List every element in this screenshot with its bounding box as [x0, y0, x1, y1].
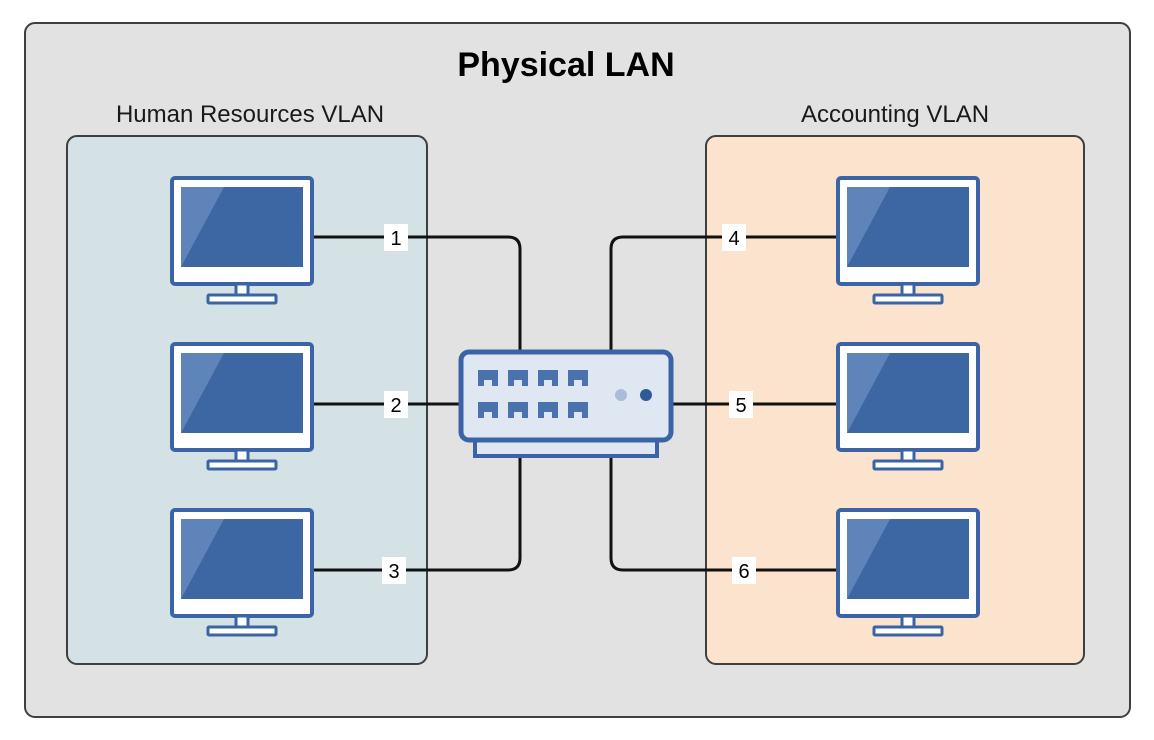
port-label-5: 5	[729, 391, 753, 418]
accounting-computer-4-icon	[836, 176, 980, 305]
port-number-2: 2	[390, 395, 401, 417]
cable-1	[312, 235, 522, 352]
port-label-3: 3	[382, 557, 406, 584]
cable-6	[609, 455, 838, 572]
hr-vlan-label: Human Resources VLAN	[116, 101, 384, 128]
accounting-computer-5-icon	[836, 342, 980, 471]
port-number-4: 4	[728, 228, 739, 250]
port-label-6: 6	[732, 557, 756, 584]
port-number-5: 5	[735, 395, 746, 417]
accounting-vlan-label: Accounting VLAN	[801, 101, 989, 128]
port-label-4: 4	[722, 224, 746, 251]
cable-3	[312, 455, 522, 572]
cable-4	[609, 235, 838, 352]
hr-computer-2-icon	[170, 342, 314, 471]
lan-title: Physical LAN	[457, 46, 674, 84]
accounting-computer-6-icon	[836, 508, 980, 637]
network-switch-icon	[458, 349, 674, 458]
port-label-1: 1	[384, 224, 408, 251]
hr-computer-3-icon	[170, 508, 314, 637]
port-number-1: 1	[390, 228, 401, 250]
port-label-2: 2	[384, 391, 408, 418]
port-number-3: 3	[388, 561, 399, 583]
port-number-6: 6	[738, 561, 749, 583]
hr-computer-1-icon	[170, 176, 314, 305]
